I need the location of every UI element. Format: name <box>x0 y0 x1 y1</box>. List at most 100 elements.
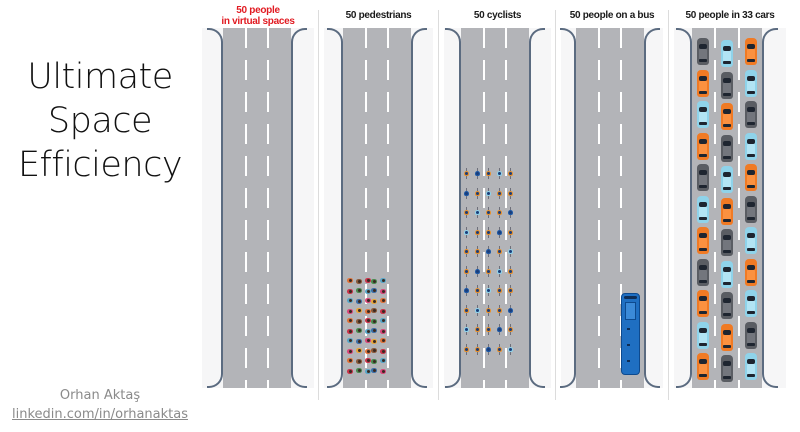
lane-dash <box>245 92 247 112</box>
pedestrian <box>347 369 353 374</box>
lane-dash <box>387 188 389 208</box>
lane-dash <box>505 252 507 272</box>
lane-dash <box>714 220 716 240</box>
panel-title: 50 people in 33 cars <box>670 10 790 21</box>
linkedin-link[interactable]: linkedin.com/in/orhanaktas <box>12 407 188 422</box>
lane-dash <box>598 348 600 368</box>
lane-dash <box>620 188 622 208</box>
lane-dash <box>245 60 247 80</box>
lane-dash <box>365 92 367 112</box>
cyclist <box>474 226 481 238</box>
lane-dash <box>267 60 269 80</box>
cyclist <box>474 343 481 355</box>
lane-dash <box>714 284 716 304</box>
lane-dash <box>245 188 247 208</box>
cyclist <box>485 304 492 316</box>
cyclist <box>496 168 503 179</box>
road-edge-line <box>690 42 692 374</box>
road-curve <box>411 28 427 44</box>
road-curve <box>529 372 545 388</box>
car-blue <box>745 69 757 97</box>
road-curve <box>762 28 778 44</box>
pedestrian <box>356 368 362 373</box>
pedestrian <box>365 329 371 334</box>
road-curve <box>291 28 307 44</box>
road-curve <box>327 28 343 44</box>
lane-dash <box>738 124 740 144</box>
cyclist <box>463 304 470 316</box>
lane-dash <box>267 316 269 336</box>
lane-dash <box>245 380 247 388</box>
lane-dash <box>598 28 600 48</box>
car-orange <box>721 103 733 130</box>
lane-dash <box>365 188 367 208</box>
car-dark <box>721 229 733 256</box>
panel-divider <box>555 10 556 400</box>
panel-title-line: 50 people in 33 cars <box>685 10 775 21</box>
lane-dash <box>738 60 740 80</box>
lane-dash <box>714 252 716 272</box>
cyclist <box>496 324 503 335</box>
lane-dash <box>365 316 367 336</box>
cyclist <box>496 285 503 296</box>
cyclist <box>485 265 492 277</box>
lane-dash <box>598 92 600 112</box>
lane-dash <box>245 252 247 272</box>
pedestrian <box>347 278 353 283</box>
lane-dash <box>387 380 389 388</box>
lane-dash <box>387 316 389 336</box>
lane-dash <box>365 156 367 176</box>
pedestrian <box>356 359 362 364</box>
lane-dash <box>505 28 507 48</box>
pedestrian <box>365 349 371 354</box>
pedestrian <box>371 328 377 333</box>
road-edge-line <box>291 42 293 374</box>
pedestrian <box>380 338 386 343</box>
lane-dash <box>714 188 716 208</box>
title-line-3: Efficiency <box>17 145 183 185</box>
lane-dash <box>738 252 740 272</box>
pedestrian <box>347 318 353 323</box>
cyclist <box>463 226 470 238</box>
cyclist <box>496 187 503 199</box>
road-edge-line <box>459 42 461 374</box>
cyclist <box>507 304 514 316</box>
road <box>461 28 529 388</box>
pedestrian <box>365 358 371 363</box>
lane-dash <box>598 284 600 304</box>
lane-dash <box>245 316 247 336</box>
lane-dash <box>267 348 269 368</box>
lane-dash <box>267 92 269 112</box>
lane-dash <box>483 60 485 80</box>
lane-dash <box>387 284 389 304</box>
car-blue <box>745 353 757 380</box>
panel-title-line: in virtual spaces <box>221 16 295 27</box>
lane-dash <box>365 220 367 240</box>
car-blue <box>721 166 733 193</box>
pedestrian <box>347 289 353 294</box>
lane-dash <box>620 156 622 176</box>
cyclist <box>485 343 492 355</box>
pedestrian <box>380 329 386 334</box>
pedestrian <box>371 368 377 373</box>
lane-dash <box>620 220 622 240</box>
lane-dash <box>245 156 247 176</box>
pedestrian <box>371 348 377 353</box>
lane-dash <box>598 380 600 388</box>
lane-dash <box>267 28 269 48</box>
lane-dash <box>505 188 507 208</box>
pedestrian <box>380 358 386 363</box>
car-orange <box>697 69 709 97</box>
car-blue <box>697 195 709 223</box>
cyclist <box>463 324 470 335</box>
lane-dash <box>267 220 269 240</box>
car-orange <box>745 164 757 191</box>
lane-dash <box>245 348 247 368</box>
pedestrian <box>365 369 371 374</box>
lane-dash <box>738 380 740 388</box>
lane-dash <box>505 284 507 304</box>
lane-dash <box>483 220 485 240</box>
pedestrian <box>365 309 371 314</box>
car-orange <box>745 38 757 65</box>
